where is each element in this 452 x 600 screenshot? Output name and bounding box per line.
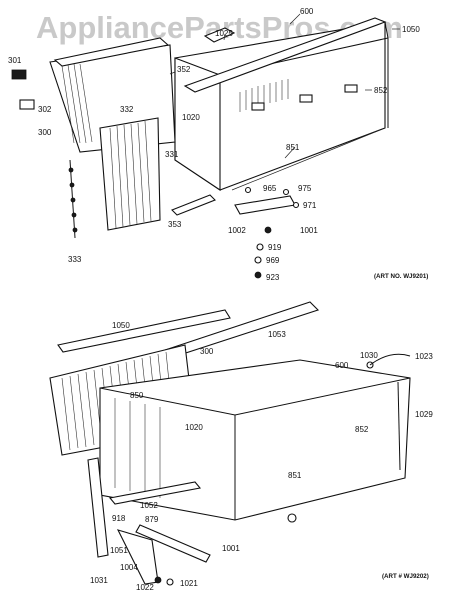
filter-panel [99,117,161,231]
svg-text:1051: 1051 [110,546,128,555]
cabinet-front-face [174,57,221,192]
svg-text:975: 975 [298,184,312,193]
bottom-assembly: 1050 1053 300 600 1030 1023 850 1029 852… [49,301,433,592]
svg-text:331: 331 [165,150,179,159]
svg-text:1050: 1050 [112,321,130,330]
svg-text:969: 969 [266,256,280,265]
art-label-top: (ART NO. WJ9201) [374,273,428,280]
bracket-1031 [87,457,109,558]
svg-text:851: 851 [286,143,300,152]
rail-1052 [108,481,202,505]
svg-text:971: 971 [303,201,317,210]
bracket [344,84,358,93]
top-rail [183,17,387,93]
screw-1021 [166,578,174,586]
screw-975 [282,188,290,196]
svg-text:923: 923 [266,273,280,282]
svg-text:1030: 1030 [360,351,378,360]
grille-top-strip [53,37,170,67]
svg-text:1021: 1021 [180,579,198,588]
foot [287,513,297,523]
art-label-bottom: (ART # WJ9202) [382,573,429,580]
svg-text:1023: 1023 [415,352,433,361]
svg-text:302: 302 [38,105,52,114]
part-301 [11,69,27,80]
cord-1023 [369,353,411,366]
svg-text:851: 851 [288,471,302,480]
bracket [299,94,313,103]
svg-text:333: 333 [68,255,82,264]
svg-text:1029: 1029 [415,410,433,419]
svg-text:1025: 1025 [215,29,233,38]
bracket [251,102,265,111]
svg-text:301: 301 [8,56,22,65]
svg-text:918: 918 [112,514,126,523]
svg-text:600: 600 [300,7,314,16]
screw-965 [244,186,252,194]
rail-1001 [135,524,211,563]
svg-text:1053: 1053 [268,330,286,339]
svg-text:850: 850 [130,391,144,400]
svg-text:1052: 1052 [140,501,158,510]
svg-text:1031: 1031 [90,576,108,585]
svg-text:300: 300 [200,347,214,356]
svg-text:332: 332 [120,105,134,114]
screw-969 [254,256,262,264]
screw-971 [292,201,300,209]
top-assembly: 600 1025 1050 301 302 300 352 332 1020 8… [8,7,428,282]
svg-text:600: 600 [335,361,349,370]
svg-text:353: 353 [168,220,182,229]
svg-text:1002: 1002 [228,226,246,235]
screw-1022 [154,576,162,584]
rail-353 [171,194,216,216]
svg-text:1004: 1004 [120,563,138,572]
screw-919 [256,243,264,251]
bracket-1001 [234,195,296,215]
clip-1002 [264,226,272,234]
svg-text:1020: 1020 [182,113,200,122]
bracket-1025 [203,27,236,43]
side-frame [397,381,401,471]
svg-text:919: 919 [268,243,282,252]
svg-text:1022: 1022 [136,583,154,592]
svg-text:879: 879 [145,515,159,524]
rail-1050 [57,309,231,353]
svg-text:1050: 1050 [402,25,420,34]
svg-text:965: 965 [263,184,277,193]
svg-text:852: 852 [374,86,388,95]
nut-923 [254,271,262,279]
svg-text:1020: 1020 [185,423,203,432]
svg-text:1001: 1001 [300,226,318,235]
svg-text:852: 852 [355,425,369,434]
part-302 [19,99,35,110]
svg-text:1001: 1001 [222,544,240,553]
svg-text:300: 300 [38,128,52,137]
svg-text:352: 352 [177,65,191,74]
